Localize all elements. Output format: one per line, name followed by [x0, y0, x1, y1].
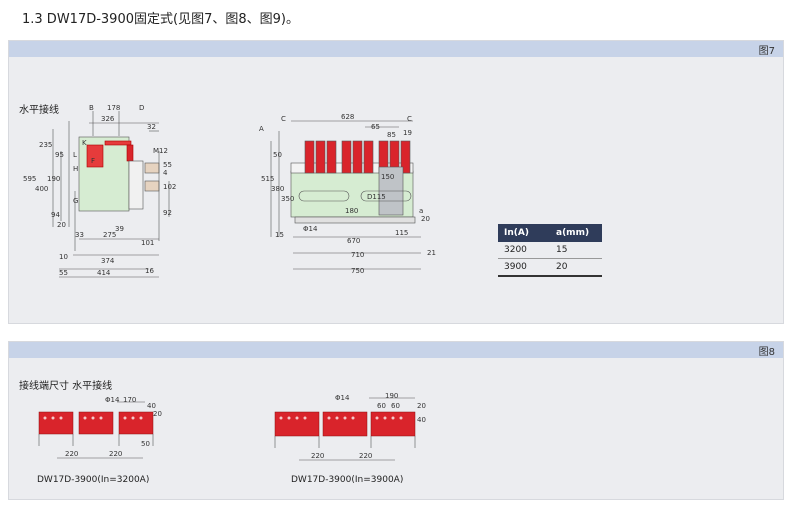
dim-label: H — [73, 165, 78, 173]
dim-label: 374 — [101, 257, 115, 265]
table-cell: 20 — [550, 258, 602, 277]
dim-label: 60 — [377, 402, 386, 410]
terminal-3200-drawing — [38, 401, 154, 459]
dim-label: 220 — [65, 450, 78, 458]
dim-label: M12 — [153, 147, 168, 155]
dim-label: L — [73, 151, 77, 159]
dim-label: 50 — [141, 440, 150, 448]
dim-label: A — [259, 125, 264, 133]
dim-label: 60 — [391, 402, 400, 410]
dim-label: 20 — [421, 215, 430, 223]
dim-label: 670 — [347, 237, 360, 245]
dim-label: 20 — [57, 221, 66, 229]
figure-7-sublabel: 水平接线 — [19, 105, 59, 116]
dim-label: 50 — [273, 151, 282, 159]
dim-label: 275 — [103, 231, 116, 239]
current-dimension-table: In(A) a(mm) 3200 15 3900 20 — [498, 224, 602, 277]
table-header: a(mm) — [550, 224, 602, 242]
figure-7-panel: 图7 水平接线 B 178 D 326 32 K L — [8, 40, 784, 324]
dim-label: 19 — [403, 129, 412, 137]
dim-label: 95 — [55, 151, 64, 159]
dim-label: 170 — [123, 396, 136, 404]
dim-label: 20 — [153, 410, 162, 418]
dim-label: Φ14 — [335, 394, 350, 402]
dim-label: Φ14 — [105, 396, 120, 404]
dim-label: 220 — [109, 450, 122, 458]
dim-label: 85 — [387, 131, 396, 139]
dim-label: 21 — [427, 249, 436, 257]
dim-label: 115 — [395, 229, 408, 237]
dim-label: 750 — [351, 267, 364, 275]
dim-label: 92 — [163, 209, 172, 217]
side-view-drawing — [52, 111, 170, 278]
dim-label: F — [91, 157, 95, 165]
dim-label: 33 — [75, 231, 84, 239]
figure-8-panel: 图8 接线端尺寸 水平接线 Φ14 170 40 20 50 — [8, 341, 784, 500]
dim-label: D — [139, 104, 144, 112]
dim-label: G — [73, 197, 78, 205]
dim-label: B — [89, 104, 94, 112]
dim-label: 10 — [59, 253, 68, 261]
dim-label: 414 — [97, 269, 111, 277]
figure-8-header: 图8 — [9, 342, 783, 358]
figure-7-header: 图7 — [9, 41, 783, 57]
dim-label: 32 — [147, 123, 156, 131]
dim-label: 190 — [385, 392, 398, 400]
table-cell: 3200 — [498, 242, 550, 259]
front-view-drawing — [270, 120, 421, 270]
dim-label: D115 — [367, 193, 386, 201]
terminal-3900-drawing — [274, 397, 416, 461]
figure-8-left-caption: DW17D-3900(In=3200A) — [37, 475, 149, 485]
dim-label: 220 — [359, 452, 372, 460]
dim-label: 350 — [281, 195, 294, 203]
dim-label: 190 — [47, 175, 60, 183]
table-cell: 3900 — [498, 258, 550, 277]
dim-label: 40 — [147, 402, 156, 410]
dim-label: 55 — [163, 161, 172, 169]
dim-label: 4 — [163, 169, 168, 177]
table-row: 3900 20 — [498, 258, 602, 277]
dim-label: 102 — [163, 183, 176, 191]
dim-label: 178 — [107, 104, 120, 112]
page-heading: 1.3 DW17D-3900固定式(见图7、图8、图9)。 — [22, 12, 299, 27]
dim-label: 220 — [311, 452, 324, 460]
figure-7-drawings: B 178 D 326 32 K L F H G M12 595 235 95 … — [23, 104, 436, 278]
table-row: 3200 15 — [498, 242, 602, 259]
dim-label: 20 — [417, 402, 426, 410]
figure-8-sublabel: 接线端尺寸 水平接线 — [19, 381, 113, 392]
dim-label: 628 — [341, 113, 354, 121]
figure-8-tag: 图8 — [758, 347, 775, 358]
dim-label: 16 — [145, 267, 154, 275]
dim-label: 15 — [275, 231, 284, 239]
dim-label: Φ14 — [303, 225, 318, 233]
dim-label: 710 — [351, 251, 364, 259]
dim-label: C — [407, 115, 412, 123]
table-cell: 15 — [550, 242, 602, 259]
dim-label: 40 — [417, 416, 426, 424]
dim-label: 65 — [371, 123, 380, 131]
figure-8-right-caption: DW17D-3900(In=3900A) — [291, 475, 403, 485]
table-header-row: In(A) a(mm) — [498, 224, 602, 242]
dim-label: 180 — [345, 207, 358, 215]
figure-8-drawings: Φ14 170 40 20 50 220 220 DW17D-3900(In=3… — [37, 392, 426, 485]
dim-label: a — [419, 207, 423, 215]
dim-label: 595 — [23, 175, 36, 183]
dim-label: 326 — [101, 115, 115, 123]
dim-label: 150 — [381, 173, 394, 181]
dim-label: 101 — [141, 239, 154, 247]
dim-label: 515 — [261, 175, 274, 183]
table-header: In(A) — [498, 224, 550, 242]
dim-label: 39 — [115, 225, 124, 233]
dim-label: 400 — [35, 185, 48, 193]
dim-label: 55 — [59, 269, 68, 277]
dim-label: 94 — [51, 211, 60, 219]
dim-label: C — [281, 115, 286, 123]
dim-label: K — [82, 139, 87, 147]
dim-label: 380 — [271, 185, 284, 193]
dim-label: 235 — [39, 141, 52, 149]
figure-7-tag: 图7 — [758, 46, 775, 57]
